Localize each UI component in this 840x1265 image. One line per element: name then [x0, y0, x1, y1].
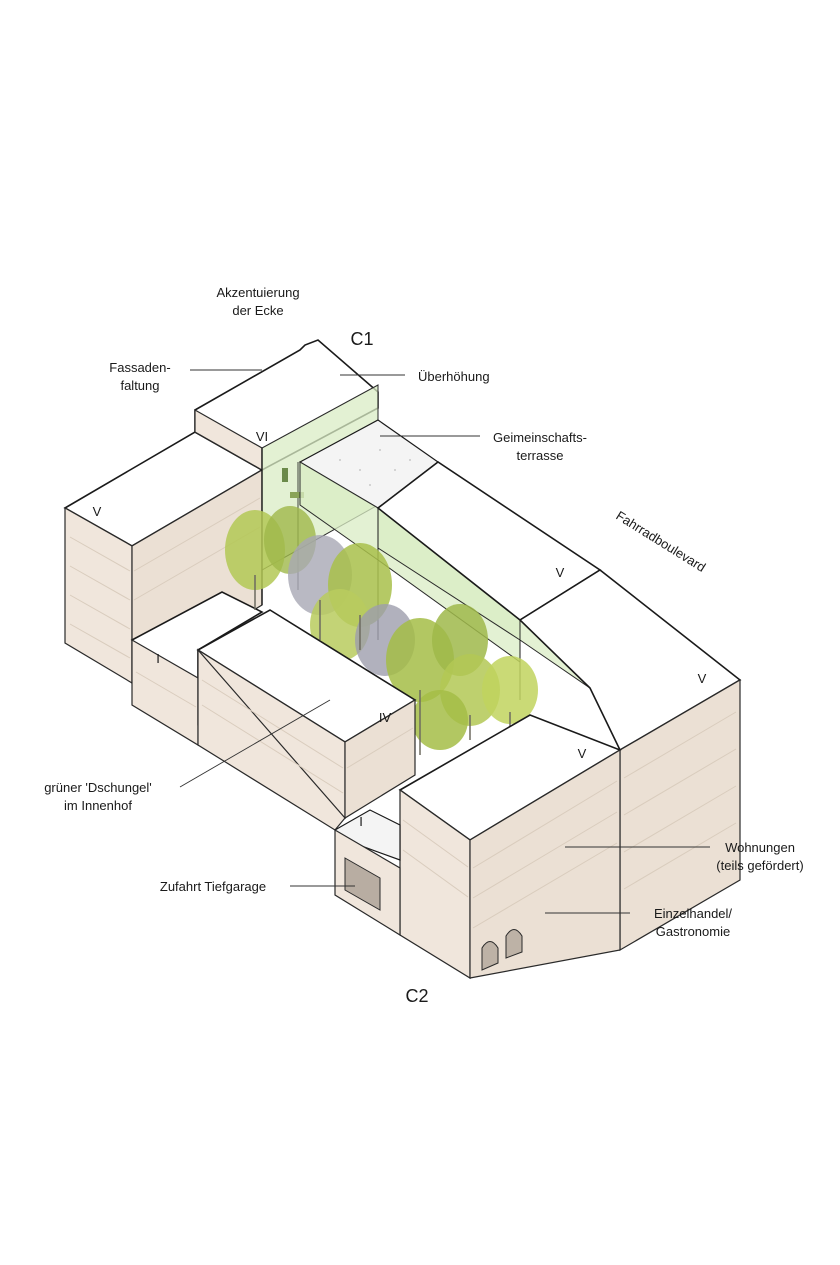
label-wohnungen-1: Wohnungen: [725, 840, 795, 855]
storey-v-front: V: [578, 746, 587, 761]
storey-i-left: I: [156, 651, 160, 666]
label-fahrradboulevard: Fahrradboulevard: [613, 508, 708, 575]
building-front: [398, 714, 622, 980]
storey-vi: VI: [256, 429, 268, 444]
label-wohnungen-2: (teils gefördert): [716, 858, 803, 873]
storey-v-mid: V: [556, 565, 565, 580]
label-ueberhoehung: Überhöhung: [418, 369, 490, 384]
storey-iv: IV: [379, 710, 392, 725]
label-fassade-1: Fassaden-: [109, 360, 170, 375]
label-handel-1: Einzelhandel/: [654, 906, 732, 921]
label-akzent-2: der Ecke: [232, 303, 283, 318]
building-garage-entrance: [334, 809, 401, 937]
label-jungle-2: im Innenhof: [64, 798, 132, 813]
label-c2: C2: [405, 986, 428, 1006]
storey-i-front: I: [359, 814, 363, 829]
building-right-front: [619, 678, 741, 952]
building-middle: [196, 609, 417, 831]
label-terrasse-2: terrasse: [517, 448, 564, 463]
label-terrasse-1: Geimeinschafts-: [493, 430, 587, 445]
label-fassade-2: faltung: [120, 378, 159, 393]
storey-markers: VI V V V V IV I I: [93, 429, 707, 829]
storey-v-right: V: [698, 671, 707, 686]
storey-v-left: V: [93, 504, 102, 519]
building-low-left: [130, 591, 264, 747]
label-garage: Zufahrt Tiefgarage: [160, 879, 266, 894]
label-akzent-1: Akzentuierung: [216, 285, 299, 300]
label-c1: C1: [350, 329, 373, 349]
courtyard-trees: [225, 506, 538, 755]
leader-lines: [179, 369, 710, 914]
label-jungle-1: grüner 'Dschungel': [44, 780, 152, 795]
labels: Akzentuierung der Ecke C1 Fassaden- falt…: [44, 285, 804, 1006]
label-handel-2: Gastronomie: [656, 924, 730, 939]
